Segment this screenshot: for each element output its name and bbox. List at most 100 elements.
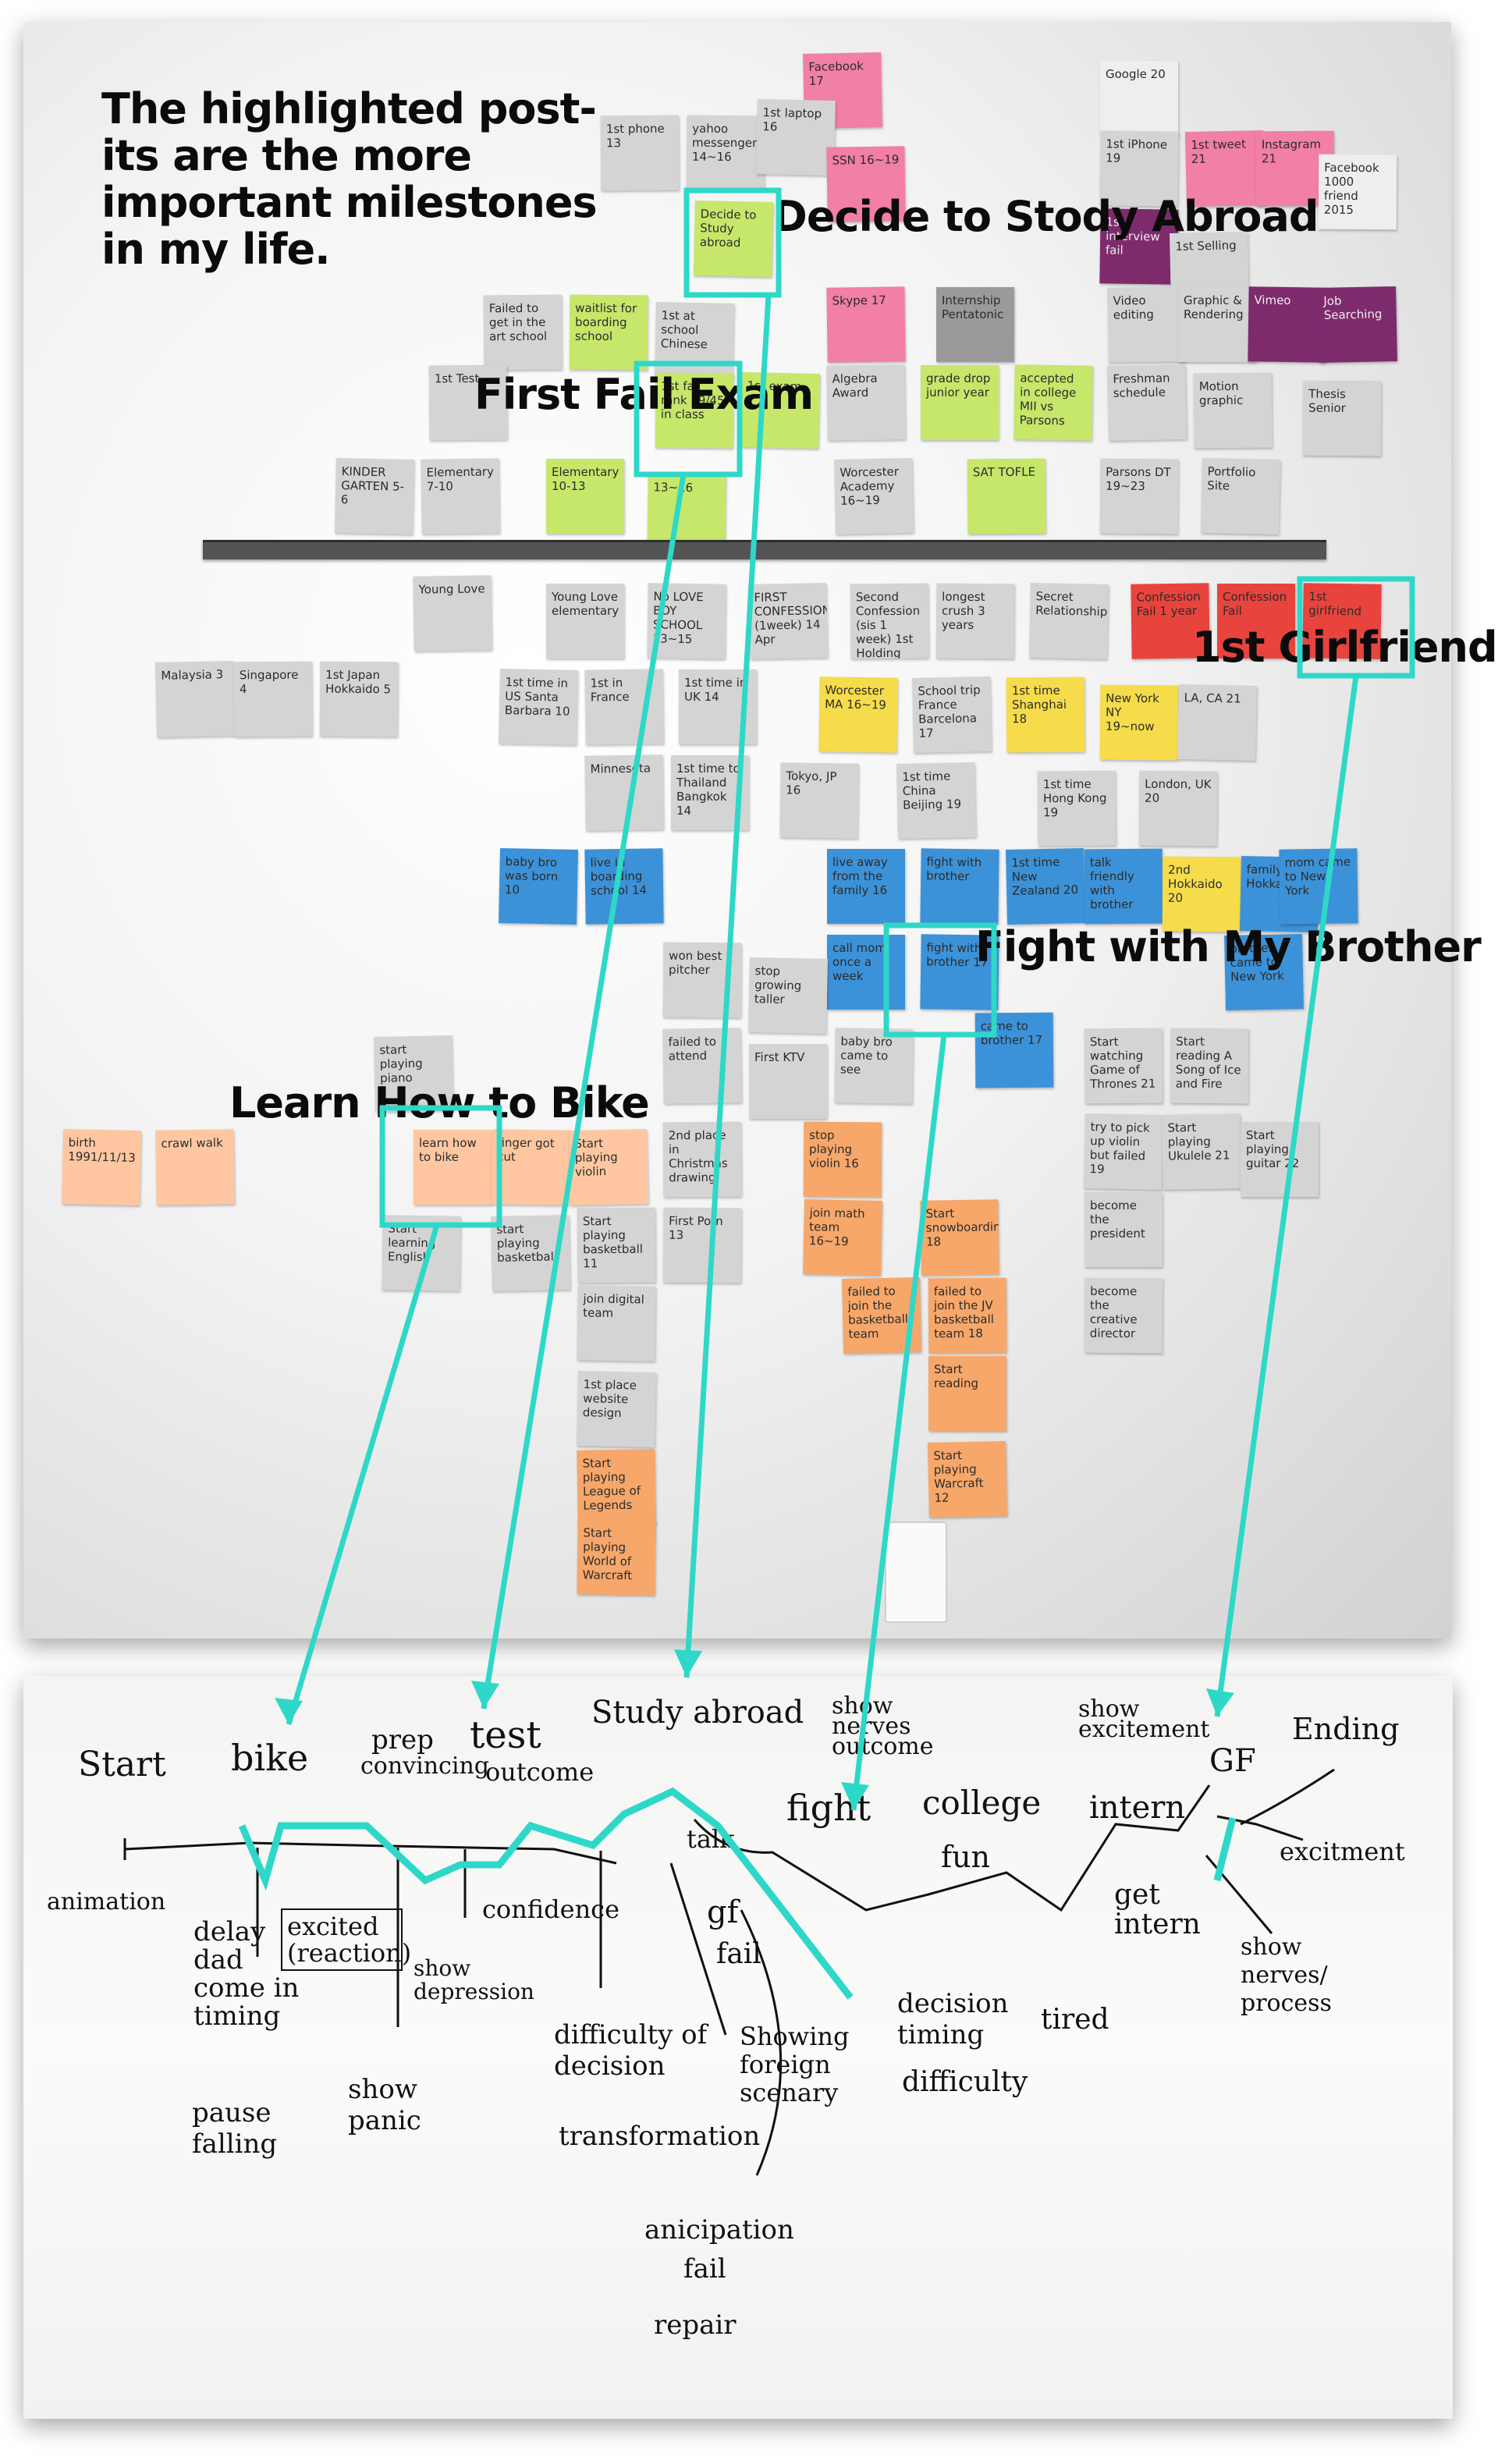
post-it-note: 1st time in UK 14 [679,669,757,744]
whiteboard-photo: Start bike prep convincing test outcome … [23,1676,1453,2419]
post-it-note: grade drop junior year [921,365,999,440]
post-it-note: New York NY 19~now [1099,684,1179,761]
post-it-note: waitlist for boarding school [569,294,648,371]
post-it-note: Freshman schedule [1107,364,1187,442]
board-word: Ending [1292,1712,1400,1746]
post-it-note: birth 1991/11/13 [62,1128,141,1206]
board-word: show excitement [1078,1695,1210,1743]
post-it-note: Start playing World of Warcraft [577,1519,656,1596]
post-it-note: Thesis Senior [1302,380,1382,456]
post-it-note: Start playing violin [569,1128,648,1206]
post-it-note: First Porn 13 [662,1207,742,1283]
post-it-note: School trip France Barcelona 17 [912,676,992,754]
board-word: bike [231,1737,309,1779]
board-word: fun [941,1840,991,1874]
post-it-note: First KTV [749,1044,827,1119]
post-it-note: mom came to New York [1279,848,1358,925]
callout-fight: Fight with My Brother [975,922,1482,971]
post-it-note: baby bro was born 10 [499,847,578,925]
post-it-note: Video editing [1107,286,1187,363]
board-word: anicipation [644,2214,794,2246]
post-it-note: Vimeo [1248,286,1327,363]
board-word: get intern [1114,1879,1201,1940]
wall-outlet [885,1521,947,1623]
board-word: show panic [348,2074,421,2136]
headline-text: The highlighted post-its are the more im… [101,84,598,274]
post-it-note: 2nd Hokkaido 20 [1162,856,1241,932]
post-it-note: failed to join the basketball team [842,1276,921,1354]
post-it-note: call mom once a week [827,935,905,1010]
callout-first-fail: First Fail Exam [474,370,814,419]
post-it-note: fight with brother [920,848,999,925]
post-it-note: London, UK 20 [1138,770,1218,847]
board-word: show nerves/ process [1241,1933,1332,2017]
board-word: transformation [559,2121,761,2152]
post-it-note: stop playing violin 16 [803,1121,882,1198]
post-it-note: live in boarding school 14 [584,848,664,925]
post-it-note: Tokyo, JP 16 [779,762,859,839]
post-it-note: 1st Japan Hokkaido 5 [319,661,399,737]
post-it-note: 2nd place in Christmas drawing [662,1121,742,1198]
post-it-note: Malaysia 3 [155,660,235,738]
post-it-note: Start playing basketball 11 [577,1207,656,1283]
post-it-note: failed to attend [662,1028,742,1104]
post-it-note: stop growing taller [748,957,828,1035]
post-it-note: 1st time Shanghai 18 [1006,676,1085,753]
post-it-note: Singapore 4 [233,661,313,737]
post-it-note: longest crush 3 years [935,583,1015,659]
post-it-note: live away from the family 16 [827,849,905,924]
post-it-note: talk friendly with brother [1084,848,1163,925]
post-it-note: LA, CA 21 [1177,683,1257,762]
post-it-note: Start playing Ukulele 21 [1162,1113,1241,1190]
post-it-note: 13~16 [647,474,726,550]
post-it-note: came to brother 17 [974,1012,1054,1088]
whiteboard-sketch-lines [123,1768,1335,2176]
post-it-note: Start learning English [382,1215,461,1291]
post-it-note: Facebook 1000 friend 2015 [1318,154,1397,230]
board-word: pause falling [192,2097,278,2160]
board-word: animation [47,1888,166,1915]
post-it-note: 1st place website design [577,1370,656,1448]
post-it-note: Algebra Award [826,364,906,441]
post-it-note: Portfolio Site [1201,457,1280,535]
post-it-note: Failed to get in the art school [483,294,563,371]
post-it-note: Google 20 [1100,61,1178,136]
post-it-note: Start reading A Song of Ice and Fire [1170,1028,1249,1104]
post-it-note: join math team 16~19 [803,1198,882,1276]
post-it-note: finger got cut [491,1129,570,1205]
board-word: outcome [485,1757,595,1787]
post-it-note: accepted in college MII vs Parsons [1013,364,1093,441]
arrowhead [674,1649,702,1678]
post-it-note: 1st time New Zealand 20 [1006,847,1085,925]
callout-bike: Learn How to Bike [229,1078,650,1127]
board-word: decision timing [897,1988,1009,2050]
board-word: tired [1041,2004,1109,2036]
post-it-note: become the president [1084,1192,1163,1267]
board-word: GF [1209,1743,1256,1779]
board-word: convincing [360,1752,489,1780]
post-it-note: No LOVE BOY SCHOOL 13~15 [647,583,726,659]
post-it-note: 1st time to Thailand Bangkok 14 [671,755,749,830]
post-it-note: 1st time China Beijing 19 [896,762,976,840]
post-it-note: Secret Relationship [1029,582,1109,660]
board-word: difficulty [902,2066,1028,2098]
post-it-note: baby bro came to see [834,1028,914,1104]
post-it-note: Elementary 10-13 [546,459,624,534]
post-it-note: Parsons DT 19~23 [1099,458,1179,534]
board-word: test [470,1713,541,1757]
post-it-note: Start snowboarding 18 [920,1199,999,1276]
board-word: repair [654,2310,737,2341]
post-it-note: won best pitcher [662,942,742,1018]
post-it-note: failed to join the JV basketball team 18 [928,1277,1007,1354]
post-it-note: Internship Pentatonic [936,287,1014,362]
board-word: Showing foreign scenary [740,2022,850,2107]
post-it-note: Worcester Academy 16~19 [834,457,914,535]
post-it-note: Start playing guitar 22 [1241,1122,1319,1197]
post-it-note: 1st time in US Santa Barbara 10 [499,668,578,746]
post-it-note: 1st in France [584,669,664,745]
post-it-note: 1st at school Chinese [655,301,734,379]
post-it-note: Young Love [413,575,492,652]
post-it-note: crawl walk [155,1129,235,1205]
post-it-note: become the creative director [1084,1277,1163,1354]
board-word: excitment [1280,1837,1405,1866]
